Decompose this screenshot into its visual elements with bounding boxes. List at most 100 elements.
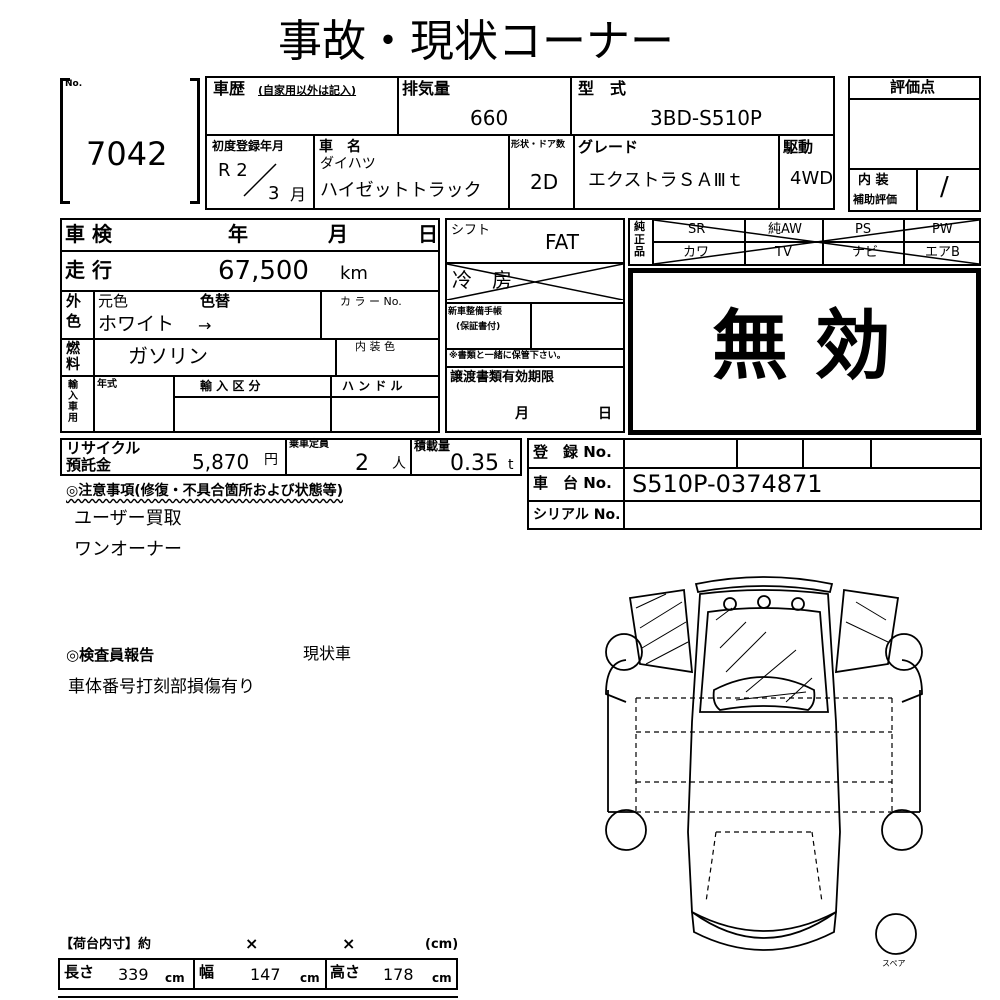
rating-label: 評価点	[890, 78, 936, 96]
fuel-side-label-2: 料	[66, 357, 80, 373]
transfer-label: 譲渡書類有効期限	[450, 370, 555, 385]
page-title: 事故・現状コーナー	[278, 16, 674, 67]
bed-heading: 【荷台内寸】約	[60, 937, 152, 952]
equip-ps: PS	[855, 222, 872, 237]
aircon-cross	[447, 264, 623, 300]
import-year-label: 年式	[97, 379, 117, 390]
capacity-value: 2	[355, 451, 369, 476]
manual-sub-label: (保証書付)	[456, 322, 501, 332]
bed-length-label: 長さ	[64, 963, 95, 981]
equipment-side-label: 純正品	[634, 220, 645, 259]
grade-value: エクストラＳＡⅢｔ	[588, 170, 744, 191]
void-stamp: 無 効	[712, 301, 891, 390]
mileage-label: 走 行	[65, 258, 112, 282]
car-diagram	[605, 576, 923, 955]
equip-tv: TV	[775, 245, 792, 260]
interior-sub-label: 補助評価	[853, 193, 897, 206]
recycle-row	[60, 438, 522, 476]
transfer-day: 日	[598, 406, 612, 422]
vehicle-info-top	[205, 76, 835, 210]
history-label: 車歴	[213, 79, 246, 98]
chassis-label: 車 台 No.	[533, 474, 612, 492]
color-side-label-1: 外	[66, 292, 82, 310]
drive-value: 4WD	[790, 168, 834, 189]
inspector-status: 現状車	[303, 644, 352, 663]
inspector-heading: ◎検査員報告	[66, 646, 155, 664]
aircon-label: 冷 房	[452, 268, 512, 292]
model-value: 3BD-S510P	[650, 106, 762, 130]
lot-number: 7042	[86, 135, 168, 173]
notes-heading: ◎注意事項(修復・不具合箇所および状態等)	[66, 483, 344, 499]
first-reg-label: 初度登録年月	[212, 139, 285, 153]
model-label: 型 式	[578, 79, 627, 98]
manual-label: 新車整備手帳	[448, 307, 503, 317]
interior-color-label: 内 装 色	[355, 340, 395, 353]
shape-doors-value: 2D	[530, 170, 559, 194]
interior-value: /	[940, 172, 949, 202]
recycle-unit: 円	[264, 452, 278, 468]
bed-width-label: 幅	[199, 963, 215, 981]
chassis-value: S510P-0374871	[632, 470, 823, 498]
first-reg-era: R 2	[218, 160, 248, 181]
load-value: 0.35	[450, 451, 499, 476]
grade-label: グレード	[578, 138, 639, 156]
displacement-value: 660	[470, 106, 509, 130]
shift-value: FAT	[545, 230, 580, 254]
bed-height-unit: cm	[432, 971, 452, 985]
rating-box	[848, 76, 981, 212]
shape-doors-label: 形状・ドア数	[511, 140, 566, 150]
history-note: (自家用以外は記入)	[258, 84, 357, 97]
equipment-cross	[654, 220, 979, 264]
import-side-label: 輸入車用	[68, 380, 78, 424]
inspector-remark: 車体番号打刻部損傷有り	[68, 677, 255, 697]
vehicle-info-middle	[60, 218, 440, 433]
registration-block	[527, 438, 982, 530]
equip-leather: カワ	[683, 245, 710, 260]
bed-length: 339	[118, 965, 149, 984]
first-reg-slash	[243, 163, 277, 197]
color-change-arrow: →	[198, 316, 212, 335]
equip-alloy-wheels: 純AW	[768, 222, 803, 237]
import-handle-label: ハ ン ド ル	[342, 379, 403, 393]
inspection-day: 日	[418, 222, 438, 246]
color-code-label: カ ラ ー No.	[340, 295, 402, 308]
drive-label: 駆動	[783, 138, 814, 156]
recycle-value: 5,870	[192, 450, 250, 474]
import-category-label: 輸 入 区 分	[200, 379, 261, 393]
inspection-label: 車 検	[65, 222, 112, 246]
car-maker: ダイハツ	[320, 156, 376, 172]
capacity-label: 乗車定員	[289, 439, 329, 450]
first-reg-month: 3	[268, 183, 280, 204]
note-line-2: ワンオーナー	[74, 539, 182, 560]
manual-note: ※書類と一緒に保管下さい。	[449, 351, 566, 361]
load-label: 積載量	[414, 439, 451, 453]
recycle-label: リサイクル	[66, 439, 141, 457]
orig-color-value: ホワイト	[98, 313, 175, 335]
equip-airbag: エアB	[925, 245, 960, 260]
shift-label: シフト	[451, 223, 491, 238]
displacement-label: 排気量	[402, 79, 451, 98]
lot-box: No. 7042	[60, 78, 200, 206]
color-side-label-2: 色	[66, 312, 82, 330]
capacity-unit: 人	[392, 456, 406, 472]
void-stamp-box	[628, 268, 981, 435]
note-line-1: ユーザー買取	[74, 508, 182, 529]
inspection-year: 年	[228, 222, 248, 246]
bed-times-2: ×	[342, 934, 356, 953]
mileage-unit: km	[340, 263, 368, 284]
bed-unit-label: (cm)	[425, 937, 459, 952]
recycle-sub-label: 預託金	[66, 456, 112, 474]
registration-label: 登 録 No.	[533, 443, 612, 461]
transfer-month: 月	[515, 406, 529, 422]
car-name-label: 車 名	[319, 139, 361, 155]
color-change-label: 色替	[200, 292, 231, 310]
spare-label: スペア	[882, 959, 906, 968]
serial-label: シリアル No.	[533, 507, 621, 523]
bed-times-1: ×	[245, 934, 259, 953]
bed-height: 178	[383, 965, 414, 984]
fuel-value: ガソリン	[128, 344, 208, 368]
inspection-month: 月	[328, 222, 348, 246]
load-unit: t	[508, 457, 514, 473]
shift-box	[445, 218, 625, 433]
lot-no-label: No.	[65, 79, 83, 89]
